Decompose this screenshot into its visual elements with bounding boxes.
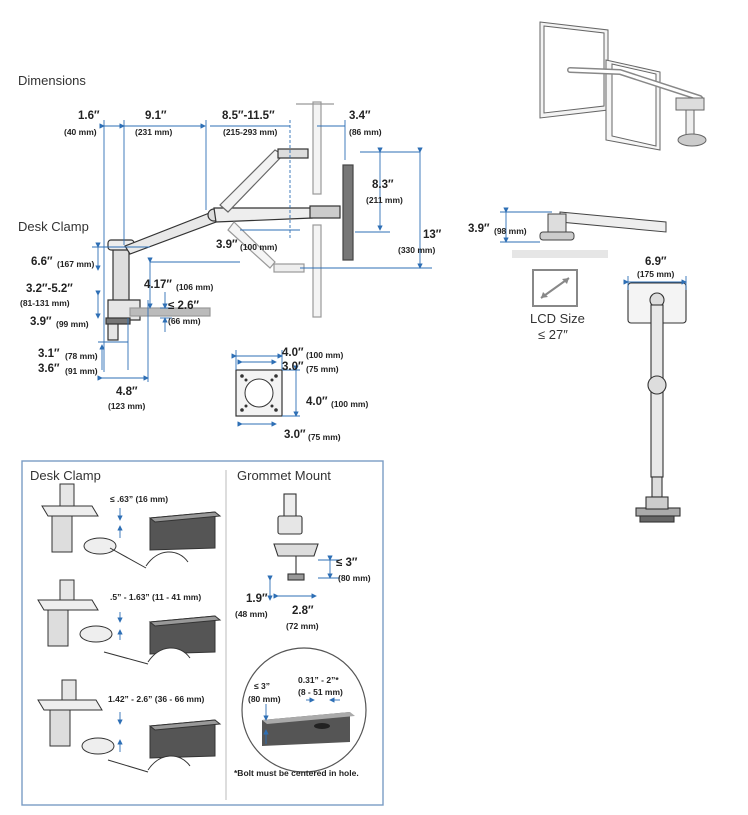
circle-dim-3: ≤ 3”	[254, 681, 271, 691]
dim-2-6-mm: (66 mm)	[168, 316, 201, 326]
dim-8-5-mm: (215-293 mm)	[223, 127, 278, 137]
dim-8-5: 8.5″-11.5″	[222, 110, 275, 122]
dim-4-8-mm: (123 mm)	[108, 401, 146, 411]
dim-6-6-mm: (167 mm)	[57, 259, 95, 269]
dim-3-6-mm: (91 mm)	[65, 366, 98, 376]
dim-3-9a: 3.9″	[216, 239, 238, 251]
vesa-top2-mm: (75 mm)	[306, 364, 339, 374]
dim-8-3: 8.3″	[372, 179, 394, 191]
install-box	[21, 460, 384, 806]
circle-dim-3-mm: (80 mm)	[248, 694, 281, 704]
grommet-3-mm: (80 mm)	[338, 573, 371, 583]
dim-4-8: 4.8″	[116, 386, 138, 398]
clamp-step-3	[37, 679, 222, 773]
dim-4-17: 4.17″	[144, 279, 172, 291]
dual-monitor-perspective	[539, 21, 707, 151]
clamp-step-1	[41, 483, 222, 569]
dim-3-6: 3.6″	[38, 363, 60, 375]
vesa-top1-mm: (100 mm)	[306, 350, 344, 360]
lcd-size-value: ≤ 27″	[538, 327, 568, 342]
heading-desk-clamp: Desk Clamp	[18, 219, 89, 234]
dim-3-9b-mm: (99 mm)	[56, 319, 89, 329]
dim-3-1-mm: (78 mm)	[65, 351, 98, 361]
heading-desk-clamp-box: Desk Clamp	[30, 468, 101, 483]
bolt-note: *Bolt must be centered in hole.	[234, 768, 359, 778]
dim-3-2: 3.2″-5.2″	[26, 283, 73, 295]
low-profile-arm	[500, 207, 667, 258]
grommet-1-9: 1.9″	[246, 593, 268, 605]
dim-13-mm: (330 mm)	[398, 245, 436, 255]
grommet-2-8: 2.8″	[292, 605, 314, 617]
dim-13: 13″	[423, 229, 442, 241]
vesa-right-mm: (100 mm)	[331, 399, 369, 409]
clamp-step-2	[37, 579, 222, 665]
dim-1-6: 1.6″	[78, 110, 100, 122]
dimension-lines	[92, 120, 432, 382]
grommet-3: ≤ 3″	[336, 557, 358, 569]
vesa-bottom: 3.0″	[284, 429, 306, 441]
grommet-1-9-mm: (48 mm)	[235, 609, 268, 619]
vesa-bottom-mm: (75 mm)	[308, 432, 341, 442]
dim-2-6: ≤ 2.6″	[168, 300, 200, 312]
dim-6-6: 6.6″	[31, 256, 53, 268]
dim-9-1-mm: (231 mm)	[135, 127, 173, 137]
dim-4-17-mm: (106 mm)	[176, 282, 214, 292]
dim-3-9a-mm: (100 mm)	[240, 242, 278, 252]
dim-3-2-mm: (81-131 mm)	[20, 298, 70, 308]
front-view-arm	[623, 276, 687, 523]
lcd-size-label: LCD Size	[530, 311, 585, 326]
right-dim-3-9: 3.9″	[468, 223, 490, 235]
dim-3-9b: 3.9″	[30, 316, 52, 328]
clamp-range-2: .5” - 1.63” (11 - 41 mm)	[110, 592, 202, 602]
dim-8-3-mm: (211 mm)	[366, 195, 403, 205]
dim-3-4: 3.4″	[349, 110, 371, 122]
right-dim-3-9-mm: (98 mm)	[494, 226, 527, 236]
clamp-range-1: ≤ .63” (16 mm)	[110, 494, 169, 504]
circle-dim-031: 0.31” - 2”*	[298, 675, 339, 685]
vesa-top2: 3.0″	[282, 361, 304, 373]
monitor-arm-side-view	[105, 101, 354, 341]
dim-3-1: 3.1″	[38, 348, 60, 360]
heading-grommet-mount: Grommet Mount	[237, 468, 331, 483]
heading-dimensions: Dimensions	[18, 73, 86, 88]
vesa-top1: 4.0″	[282, 347, 304, 359]
dim-3-4-mm: (86 mm)	[349, 127, 382, 137]
circle-dim-031-mm: (8 - 51 mm)	[298, 687, 343, 697]
vesa-plate	[231, 350, 300, 427]
dim-1-6-mm: (40 mm)	[64, 127, 97, 137]
right-dim-6-9: 6.9″	[645, 256, 667, 268]
right-dim-6-9-mm: (175 mm)	[637, 269, 675, 279]
grommet-detail-circle	[241, 647, 367, 773]
grommet-mount-drawing	[267, 493, 340, 601]
lcd-size-icon	[532, 269, 578, 307]
clamp-range-3: 1.42” - 2.6” (36 - 66 mm)	[108, 694, 205, 704]
vesa-right: 4.0″	[306, 396, 328, 408]
dim-9-1: 9.1″	[145, 110, 167, 122]
grommet-2-8-mm: (72 mm)	[286, 621, 319, 631]
